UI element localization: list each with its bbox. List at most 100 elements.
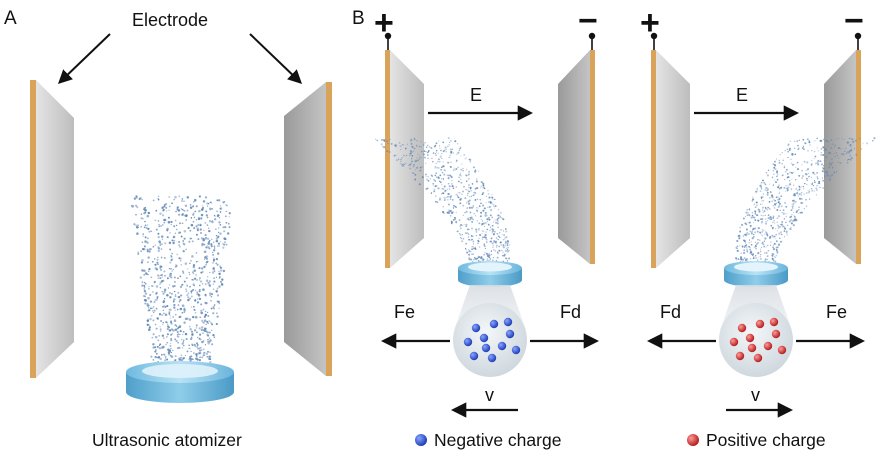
mist-droplet [183,230,187,233]
mist-droplet [148,230,151,233]
scenario-positive-mist-droplet [777,215,781,218]
scenario-negative-mist-droplet [479,187,482,189]
scenario-positive-mist-droplet [811,188,813,190]
mist-droplet [203,258,206,261]
mist-droplet [196,298,199,300]
scenario-positive-mist-droplet [765,208,767,210]
scenario-positive-mist-droplet [759,255,762,258]
scenario-negative-mist-droplet [433,145,436,148]
scenario-negative-mist-droplet [446,188,448,190]
scenario-positive-mist-droplet [803,160,806,163]
mist-droplet [198,276,202,280]
mist-droplet [161,214,165,217]
scenario-negative-mist-droplet [489,214,492,217]
mist-droplet [174,232,177,235]
scenario-negative-mist-droplet [453,204,455,207]
scenario-positive-mist-droplet [806,168,809,171]
scenario-negative-mist-droplet [410,157,413,160]
mist-droplet [204,301,207,305]
mist-droplet [148,270,150,272]
scenario-negative-mist-droplet [485,214,487,216]
scenario-negative-mist-droplet [495,237,498,239]
scenario-negative-mist-droplet [449,148,452,151]
scenario-negative-mist-droplet [467,236,470,238]
scenario-positive-mist-droplet [762,214,764,217]
scenario-negative-atomizer-surface [468,262,512,272]
mist-droplet [161,346,164,349]
scenario-negative-positive-terminal-sign: + [374,4,394,42]
scenario-positive-mist-droplet [806,161,809,164]
scenario-positive-mist-droplet [738,236,741,240]
mist-droplet [149,300,153,303]
scenario-negative-mist-droplet [505,230,508,233]
scenario-positive-mist-droplet [757,252,760,255]
scenario-positive-mist-droplet [770,241,772,243]
scenario-positive-mist-droplet [813,190,816,192]
scenario-negative-mist-droplet [491,228,494,231]
scenario-negative-mist-droplet [482,230,484,232]
scenario-negative-mist-droplet [472,235,474,237]
scenario-negative-mist-droplet [420,169,422,171]
scenario-positive-mist-droplet [778,159,781,162]
scenario-negative-mist-droplet [506,240,509,243]
scenario-negative-mist-droplet [468,170,471,173]
mist-droplet [222,226,225,229]
mist-droplet [156,256,159,259]
scenario-negative-mist-droplet [457,151,460,154]
scenario-positive-mist-droplet [760,254,762,255]
mist-droplet [175,264,177,266]
scenario-negative-mist-droplet [439,198,441,201]
scenario-positive-mist-droplet [780,231,782,233]
scenario-positive-mist-droplet [774,160,776,163]
scenario-negative-mist-droplet [477,255,480,258]
mist-droplet [163,205,166,208]
scenario-positive-mist-droplet [810,176,813,179]
mist-droplet [142,284,144,286]
scenario-positive-mist-droplet [741,245,744,248]
scenario-positive-mist-droplet [790,188,793,190]
scenario-positive-mist-droplet [822,165,825,167]
scenario-positive-mist-droplet [781,175,783,177]
scenario-positive-mist-droplet [812,171,815,174]
scenario-positive-mist-droplet [768,201,771,203]
scenario-negative-mist-droplet [492,199,494,201]
scenario-positive-mist-droplet [792,203,795,205]
scenario-negative-mist-droplet [474,169,477,171]
scenario-negative-mist-droplet [443,188,445,190]
scenario-positive-mist-droplet [778,196,780,198]
scenario-negative-mist-droplet [494,205,497,208]
mist-droplet [169,308,172,312]
mist-droplet [164,313,168,317]
scenario-negative-mist-droplet [482,204,485,207]
scenario-positive-mist-droplet [802,185,805,188]
scenario-negative-mist-droplet [465,223,468,226]
scenario-positive-mist-droplet [759,231,762,234]
scenario-positive-mist-droplet [746,249,748,251]
scenario-negative-mist-droplet [488,205,491,208]
scenario-negative-mist-droplet [482,191,485,195]
mist-droplet [179,333,181,336]
scenario-negative-mist-droplet [466,207,468,209]
mist-droplet [178,195,181,198]
mist-droplet [140,217,143,220]
scenario-positive-mist-droplet [798,185,801,188]
scenario-negative-mist-droplet [449,141,451,144]
mist-droplet [158,356,161,358]
scenario-positive-mist-droplet [850,138,853,140]
scenario-negative-mist-droplet [386,140,388,143]
mist-droplet [161,276,163,278]
mist-droplet [135,213,137,216]
scenario-negative-mist-droplet [419,156,421,158]
mist-droplet [200,217,203,220]
mist-droplet [197,224,200,226]
scenario-negative-mist-droplet [402,163,405,166]
scenario-positive-mist-droplet [805,198,807,201]
mist-droplet [216,287,219,290]
scenario-negative-mist-droplet [506,260,509,262]
scenario-positive-mist-droplet [781,212,783,214]
mist-droplet [147,256,150,259]
scenario-positive-mist-droplet [778,198,781,200]
scenario-negative-mist-droplet [390,142,393,145]
scenario-negative-mist-droplet [466,218,468,220]
scenario-negative-mist-droplet [442,206,444,208]
